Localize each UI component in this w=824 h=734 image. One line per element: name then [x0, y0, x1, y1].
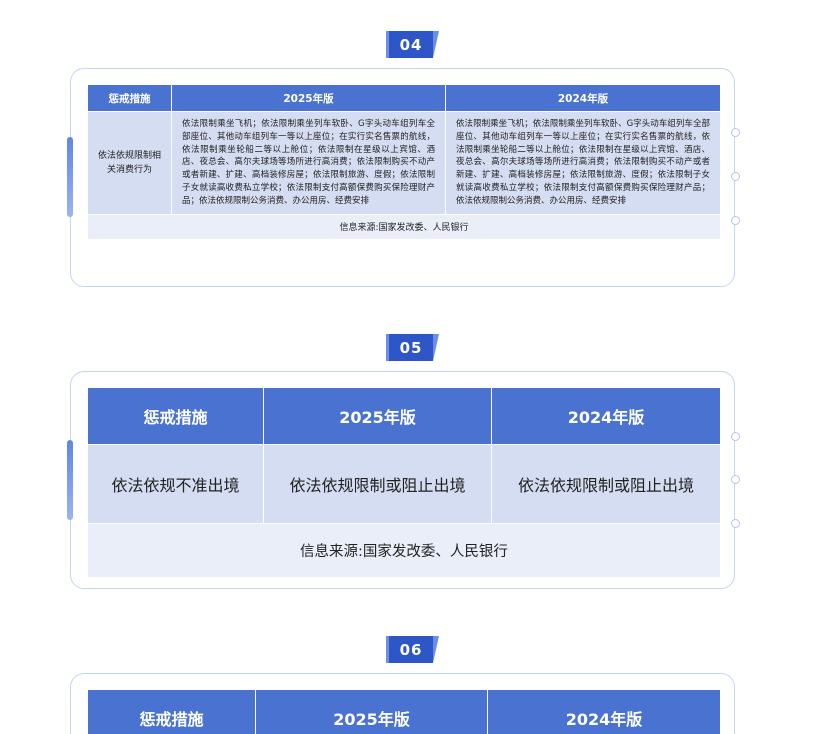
header-2024: 2024年版	[487, 689, 721, 734]
comparison-table: 惩戒措施 2025年版 2024年版 依法依规不准出境 依法依规限制或阻止出境 …	[87, 387, 721, 578]
cell-2024: 依法限制乘坐飞机；依法限制乘坐列车软卧、G字头动车组列车全部座位、其他动车组列车…	[445, 111, 721, 215]
measure-category: 依法依规限制相关消费行为	[87, 111, 172, 215]
header-2025: 2025年版	[171, 84, 446, 112]
table-header-row: 惩戒措施 2025年版 2024年版	[87, 387, 721, 445]
table-row: 依法依规限制相关消费行为 依法限制乘坐飞机；依法限制乘坐列车软卧、G字头动车组列…	[87, 111, 721, 215]
header-2025: 2025年版	[255, 689, 488, 734]
card-accent-bar	[67, 137, 73, 217]
source-note: 信息来源:国家发改委、人民银行	[87, 213, 721, 240]
table-header-row: 惩戒措施 2025年版 2024年版	[87, 689, 721, 734]
cell-2024: 依法依规限制或阻止出境	[491, 444, 721, 524]
section-number-badge: 06	[386, 636, 439, 663]
decor-dot	[731, 432, 740, 441]
measure-category: 依法依规不准出境	[87, 444, 264, 524]
comparison-card: 惩戒措施 2025年版 2024年版 依法依规不准出境 依法依规限制或阻止出境 …	[67, 371, 740, 589]
decor-dot	[731, 216, 740, 225]
source-note: 信息来源:国家发改委、人民银行	[87, 523, 721, 578]
section-number-badge: 05	[386, 334, 439, 361]
table-header-row: 惩戒措施 2025年版 2024年版	[87, 84, 721, 112]
decor-dot	[731, 128, 740, 137]
header-2025: 2025年版	[263, 387, 492, 445]
source-row: 信息来源:国家发改委、人民银行	[87, 523, 721, 578]
header-2024: 2024年版	[491, 387, 721, 445]
header-measure: 惩戒措施	[87, 84, 172, 112]
decor-dot	[731, 475, 740, 484]
comparison-table: 惩戒措施 2025年版 2024年版 依法依规限制相关消费行为 依法限制乘坐飞机…	[87, 84, 721, 240]
source-row: 信息来源:国家发改委、人民银行	[87, 213, 721, 240]
table-row: 依法依规不准出境 依法依规限制或阻止出境 依法依规限制或阻止出境	[87, 444, 721, 524]
section-number-badge: 04	[386, 31, 439, 58]
decor-dot	[731, 172, 740, 181]
header-measure: 惩戒措施	[87, 387, 264, 445]
cell-2025: 依法依规限制或阻止出境	[263, 444, 492, 524]
cell-2025: 依法限制乘坐飞机；依法限制乘坐列车软卧、G字头动车组列车全部座位、其他动车组列车…	[171, 111, 446, 215]
comparison-card: 惩戒措施 2025年版 2024年版 依法依规限制相关消费行为 依法限制乘坐飞机…	[67, 68, 740, 287]
header-2024: 2024年版	[445, 84, 721, 112]
decor-dot	[731, 519, 740, 528]
card-accent-bar	[67, 440, 73, 520]
header-measure: 惩戒措施	[87, 689, 256, 734]
comparison-card: 惩戒措施 2025年版 2024年版	[70, 673, 735, 734]
comparison-table: 惩戒措施 2025年版 2024年版	[87, 689, 721, 734]
